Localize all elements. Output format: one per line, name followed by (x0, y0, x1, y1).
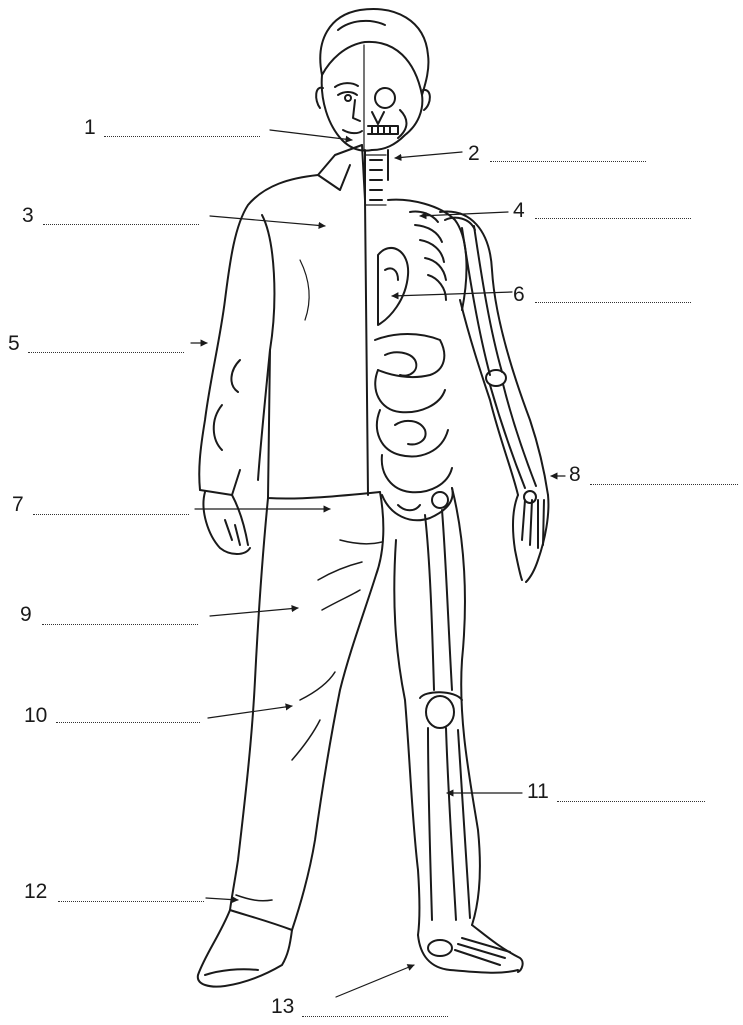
pointer-arrow-2 (395, 152, 462, 158)
label-2-blank[interactable] (490, 161, 646, 162)
pointer-arrow-1 (270, 130, 352, 140)
label-6-number: 6 (513, 284, 525, 306)
label-4-number: 4 (513, 200, 525, 222)
label-1-number: 1 (84, 117, 96, 139)
label-9-blank[interactable] (42, 624, 198, 625)
label-12-blank[interactable] (58, 901, 204, 902)
pointer-arrow-13 (336, 965, 414, 997)
label-3-blank[interactable] (43, 224, 199, 225)
head (316, 9, 430, 151)
pointer-arrow-12 (206, 898, 238, 900)
label-11-blank[interactable] (557, 801, 705, 802)
label-8-blank[interactable] (590, 484, 738, 485)
label-5-blank[interactable] (28, 352, 184, 353)
arm-skeleton (440, 212, 548, 495)
label-5-number: 5 (8, 333, 20, 355)
label-8-number: 8 (569, 464, 581, 486)
label-12-number: 12 (24, 881, 47, 903)
pointer-arrow-10 (208, 706, 292, 718)
label-13-blank[interactable] (302, 1016, 448, 1017)
label-9-number: 9 (20, 604, 32, 626)
neck-and-spine (365, 150, 388, 205)
right-hand-skeleton (513, 491, 548, 582)
label-7-blank[interactable] (33, 514, 189, 515)
shirt (199, 145, 380, 499)
label-3-number: 3 (22, 205, 34, 227)
pointer-arrow-9 (210, 608, 298, 616)
label-11-number: 11 (527, 781, 549, 803)
organs (375, 200, 466, 493)
label-2-number: 2 (468, 143, 480, 165)
foot-skeleton (418, 925, 523, 973)
shoe (198, 910, 292, 987)
label-4-blank[interactable] (535, 218, 691, 219)
label-7-number: 7 (12, 494, 24, 516)
label-6-blank[interactable] (535, 302, 691, 303)
label-10-blank[interactable] (56, 722, 200, 723)
leg-skeleton (394, 488, 480, 935)
pointer-arrow-3 (210, 216, 325, 226)
label-10-number: 10 (24, 705, 47, 727)
label-13-number: 13 (271, 996, 294, 1018)
left-hand (203, 492, 250, 554)
label-1-blank[interactable] (104, 136, 260, 137)
